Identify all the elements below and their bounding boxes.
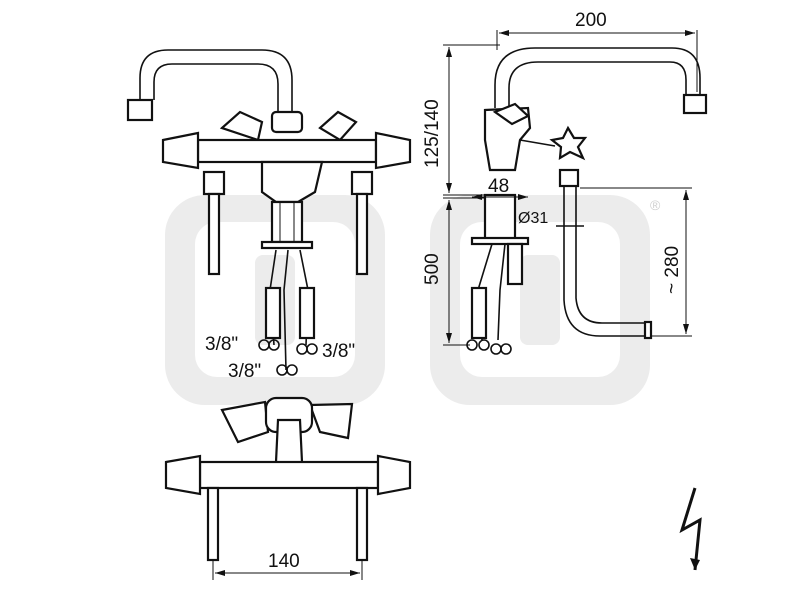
inlet-right-label: 3/8" — [322, 341, 355, 362]
bottom-view — [164, 396, 412, 562]
side-view — [466, 47, 708, 355]
spout-height-label: 125/140 — [422, 99, 443, 168]
inlet-bottom-label: 3/8" — [228, 361, 261, 382]
lightning-bolt-icon — [679, 487, 702, 571]
shank-diameter-label: Ø31 — [518, 210, 548, 227]
registered-mark: ® — [650, 197, 661, 213]
dimension-spout-height — [443, 44, 500, 196]
dimension-shank-length — [443, 197, 485, 346]
inlet-left-label: 3/8" — [205, 334, 238, 355]
dimension-spout-drop — [580, 187, 692, 337]
center-distance-label: 140 — [268, 551, 300, 572]
spout-reach-label: 200 — [575, 10, 607, 31]
front-view — [126, 49, 412, 376]
dimension-center-distance — [212, 560, 363, 580]
spout-drop-label: ~ 280 — [662, 246, 683, 294]
shank-length-label: 500 — [422, 253, 443, 285]
body-width-label: 48 — [488, 176, 509, 197]
dimension-spout-reach — [496, 30, 698, 92]
